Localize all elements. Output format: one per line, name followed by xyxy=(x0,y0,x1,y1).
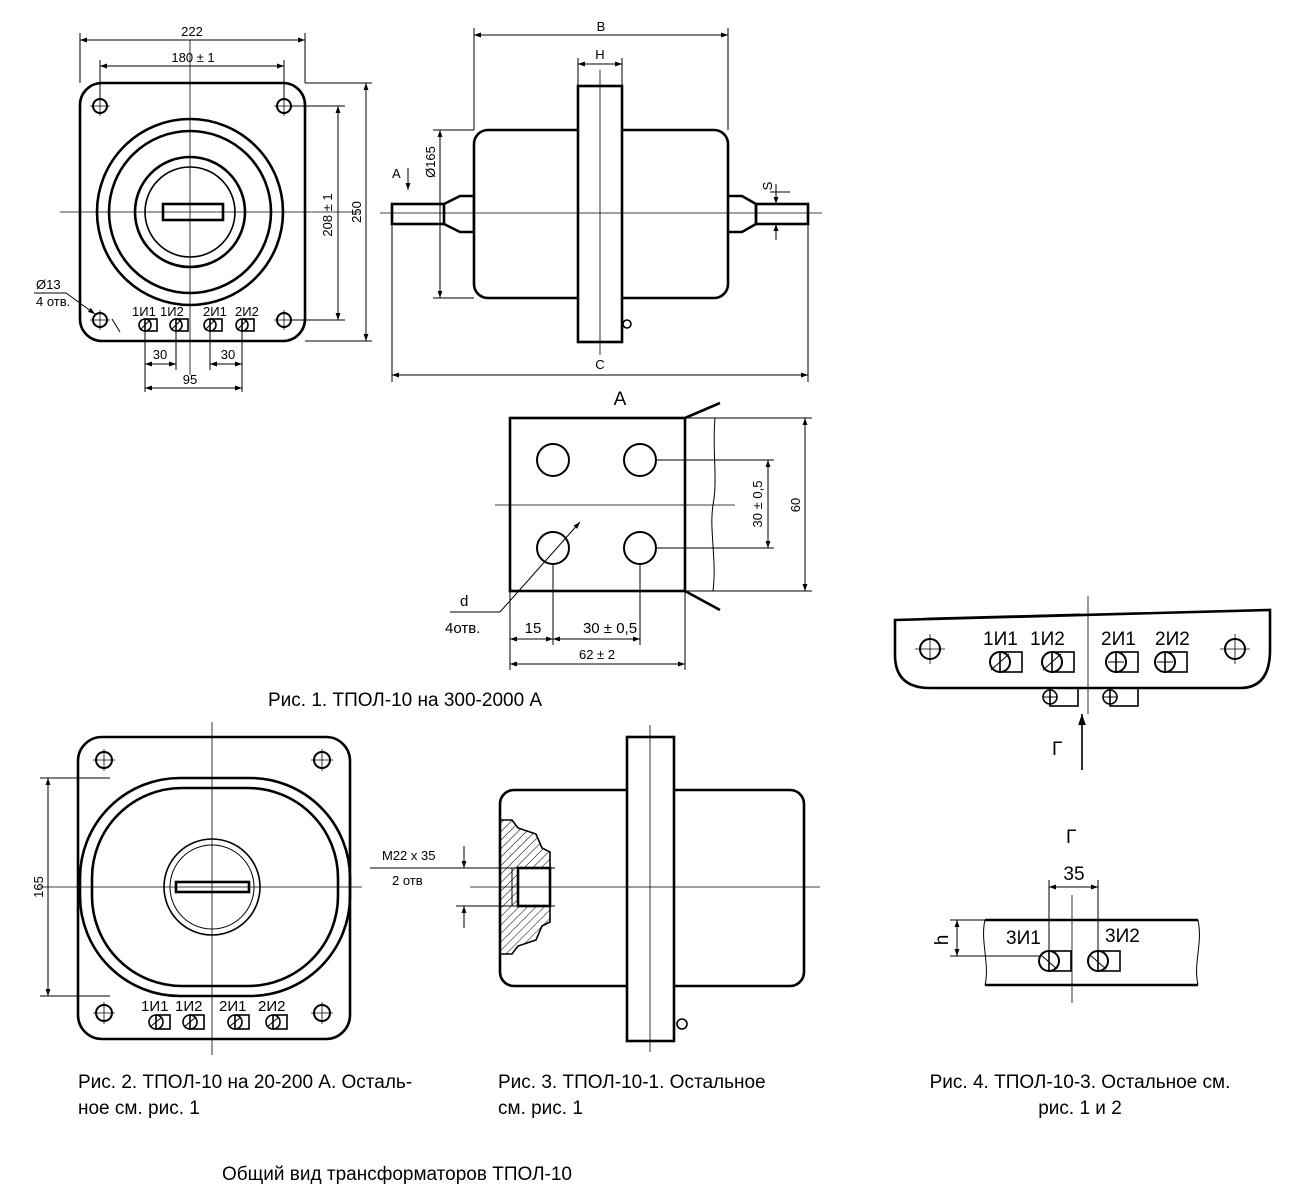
thread-count: 2 отв xyxy=(392,873,423,888)
dim-h-small: h xyxy=(932,935,953,946)
fig1-front-view: 1И1 1И2 2И1 2И2 222 180 ± 1 208 ± 1 250 … xyxy=(34,24,372,392)
view-a-hole-icon xyxy=(536,531,570,565)
fig1-caption: Рис. 1. ТПОЛ-10 на 300-2000 А xyxy=(268,690,542,711)
fig1-view-a: A 60 30 ± 0,5 15 30 ± 0,5 62 ± 2 d 4отв. xyxy=(445,389,812,670)
fig1-terminal-block: 1И1 1И2 2И1 2И2 xyxy=(132,304,259,332)
fig2-terminal-block: 1И1 1И2 2И1 2И2 xyxy=(141,998,288,1030)
fig4-terminal-block: 1И1 1И2 2И1 2И2 xyxy=(983,629,1190,673)
dim-62: 62 ± 2 xyxy=(579,647,615,662)
terminal-label: 1И2 xyxy=(175,998,202,1015)
dim-width: 222 xyxy=(181,24,203,39)
dim-b: B xyxy=(597,19,606,34)
dim-165: 165 xyxy=(31,876,46,898)
view-a-marker: A xyxy=(392,166,401,181)
terminal-label: 2И1 xyxy=(219,998,246,1015)
fig3-caption-line1: Рис. 3. ТПОЛ-10-1. Остальное xyxy=(498,1072,766,1093)
view-a-title: A xyxy=(614,389,627,410)
terminal-label: 1И1 xyxy=(983,629,1018,650)
fig3-caption-line2: см. рис. 1 xyxy=(498,1098,583,1119)
fig1-side-view: B H Ø165 A C S xyxy=(380,19,822,382)
dim-hole-pitch-v: 208 ± 1 xyxy=(320,193,335,236)
dim-60: 60 xyxy=(788,498,803,512)
dim-hole-pitch-h: 180 ± 1 xyxy=(171,50,214,65)
dim-dia165: Ø165 xyxy=(423,146,438,178)
dim-30-05-v: 30 ± 0,5 xyxy=(750,481,765,528)
terminal-label: 2И1 xyxy=(203,304,227,319)
dim-d-holes: 4отв. xyxy=(445,620,480,637)
dim-35: 35 xyxy=(1063,864,1084,885)
fig4-caption-line2: рис. 1 и 2 xyxy=(1038,1098,1122,1119)
dim-h: H xyxy=(595,47,604,62)
terminal-label: 2И1 xyxy=(1101,629,1136,650)
terminal-label: 1И1 xyxy=(141,998,168,1015)
dim-height: 250 xyxy=(349,201,364,223)
fig2-caption-line1: Рис. 2. ТПОЛ-10 на 20-200 А. Осталь- xyxy=(78,1072,412,1093)
terminal-label: 3И1 xyxy=(1006,928,1041,949)
dim-15: 15 xyxy=(525,620,542,637)
fig4-top-view: 1И1 1И2 2И1 2И2 Г xyxy=(893,596,1272,770)
terminal-label: 3И2 xyxy=(1105,926,1140,947)
fig3-side-view: М22 х 35 2 отв xyxy=(370,725,820,1052)
terminal-label: 2И2 xyxy=(258,998,285,1015)
dim-30: 30 xyxy=(221,347,235,362)
dim-c: C xyxy=(595,357,604,372)
footer-title: Общий вид трансформаторов ТПОЛ-10 xyxy=(222,1164,572,1185)
terminal-label: 2И2 xyxy=(235,304,259,319)
fig2-caption-line2: ное см. рис. 1 xyxy=(78,1098,200,1119)
fig2-front-view: 1И1 1И2 2И1 2И2 165 xyxy=(31,722,362,1055)
dim-d: d xyxy=(460,593,468,610)
view-a-hole-icon xyxy=(623,443,657,477)
dim-30: 30 xyxy=(153,347,167,362)
dim-hole-count: 4 отв. xyxy=(36,294,70,309)
view-a-hole-icon xyxy=(623,531,657,565)
terminal-label: 2И2 xyxy=(1155,629,1190,650)
thread-spec: М22 х 35 xyxy=(382,848,435,863)
terminal-label: 1И1 xyxy=(132,304,156,319)
terminal-label: 1И2 xyxy=(160,304,184,319)
dim-95: 95 xyxy=(183,372,197,387)
view-g-title: Г xyxy=(1066,827,1076,848)
fig4-caption-line1: Рис. 4. ТПОЛ-10-3. Остальное см. xyxy=(930,1072,1231,1093)
terminal-label: 1И2 xyxy=(1030,629,1065,650)
view-a-hole-icon xyxy=(536,443,570,477)
dim-30-05-h: 30 ± 0,5 xyxy=(583,620,637,637)
fig4-view-g: Г 3И1 3И2 35 h xyxy=(932,827,1200,1003)
dim-s: S xyxy=(760,181,775,190)
view-g-marker: Г xyxy=(1052,739,1062,760)
dim-hole-dia: Ø13 xyxy=(36,277,61,292)
